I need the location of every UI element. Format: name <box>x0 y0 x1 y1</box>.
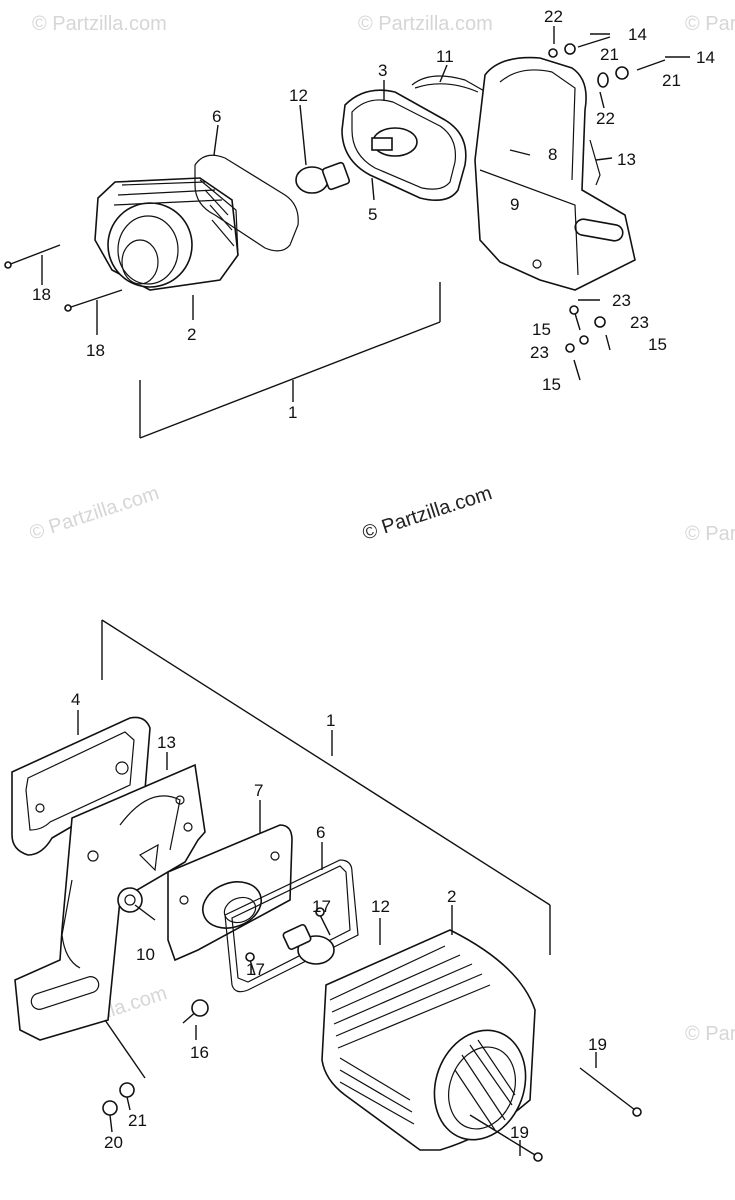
callout-23: 23 <box>630 313 649 332</box>
callout-20: 20 <box>104 1133 123 1152</box>
hardware-fasteners-lower <box>565 305 611 381</box>
housing-part-3 <box>341 89 467 201</box>
callout-2: 2 <box>187 325 196 344</box>
callout-15: 15 <box>532 320 551 339</box>
callout-9: 9 <box>510 195 519 214</box>
bulb-part-12 <box>282 923 335 965</box>
callout-4: 4 <box>71 690 80 709</box>
callout-19: 19 <box>588 1035 607 1054</box>
callout-11: 11 <box>436 47 454 66</box>
gasket-part-6 <box>224 859 359 993</box>
leader-lines-bottom <box>77 619 597 1156</box>
watermark-faint: © Partzilla.com <box>27 482 162 545</box>
callout-13: 13 <box>157 733 176 752</box>
top-assembly: 22 14 21 14 21 22 11 3 12 6 8 13 9 5 18 … <box>4 7 715 439</box>
callout-3: 3 <box>378 61 387 80</box>
bottom-assembly: 4 13 7 1 6 17 12 2 10 17 16 19 19 21 20 <box>11 619 642 1162</box>
screw-part-16 <box>182 999 209 1024</box>
bracket-part-13 <box>474 56 636 291</box>
gasket-part-6 <box>194 154 299 252</box>
callout-labels-top: 22 14 21 14 21 22 11 3 12 6 8 13 9 5 18 … <box>32 7 715 422</box>
callout-14: 14 <box>628 25 647 44</box>
callout-14: 14 <box>696 48 715 67</box>
screws-part-17 <box>245 907 331 976</box>
hardware-nut-washer <box>102 1082 135 1116</box>
callout-18: 18 <box>86 341 105 360</box>
watermark-faint: © Partzilla.com <box>32 13 167 35</box>
callout-1: 1 <box>288 403 297 422</box>
callout-21: 21 <box>662 71 681 90</box>
callout-18: 18 <box>32 285 51 304</box>
lens-part-2 <box>94 177 239 291</box>
callout-21: 21 <box>128 1111 147 1130</box>
callout-23: 23 <box>530 343 549 362</box>
callout-labels-bottom: 4 13 7 1 6 17 12 2 10 17 16 19 19 21 20 <box>71 690 607 1152</box>
bulb-part-12 <box>295 161 351 194</box>
callout-15: 15 <box>542 375 561 394</box>
callout-16: 16 <box>190 1043 209 1062</box>
callout-10: 10 <box>136 945 155 964</box>
watermark-faint: © Partzilla.com <box>685 523 735 545</box>
callout-23: 23 <box>612 291 631 310</box>
callout-22: 22 <box>596 109 615 128</box>
callout-22: 22 <box>544 7 563 26</box>
callout-12: 12 <box>371 897 390 916</box>
lens-part-2 <box>321 929 536 1151</box>
callout-2: 2 <box>447 887 456 906</box>
callout-17: 17 <box>246 960 265 979</box>
callout-7: 7 <box>254 781 263 800</box>
callout-17: 17 <box>312 897 331 916</box>
leader-lines-top <box>41 26 690 439</box>
callout-1: 1 <box>326 711 335 730</box>
hardware-fasteners-top <box>548 36 666 88</box>
watermark-faint: © Partzilla.com <box>685 1023 735 1045</box>
watermark-main: © Partzilla.com <box>360 482 495 545</box>
frame-part-4 <box>11 716 151 856</box>
callout-13: 13 <box>617 150 636 169</box>
watermark-faint: © Partzilla.com <box>358 13 493 35</box>
watermark-faint: © Partzilla.com <box>685 13 735 35</box>
callout-21: 21 <box>600 45 619 64</box>
callout-5: 5 <box>368 205 377 224</box>
callout-6: 6 <box>316 823 325 842</box>
bolts-part-19 <box>469 1067 642 1162</box>
callout-8: 8 <box>548 145 557 164</box>
callout-15: 15 <box>648 335 667 354</box>
bolts-part-18 <box>4 244 123 312</box>
callout-19: 19 <box>510 1123 529 1142</box>
callout-6: 6 <box>212 107 221 126</box>
bracket-part-13 <box>14 763 206 1041</box>
callout-12: 12 <box>289 86 308 105</box>
